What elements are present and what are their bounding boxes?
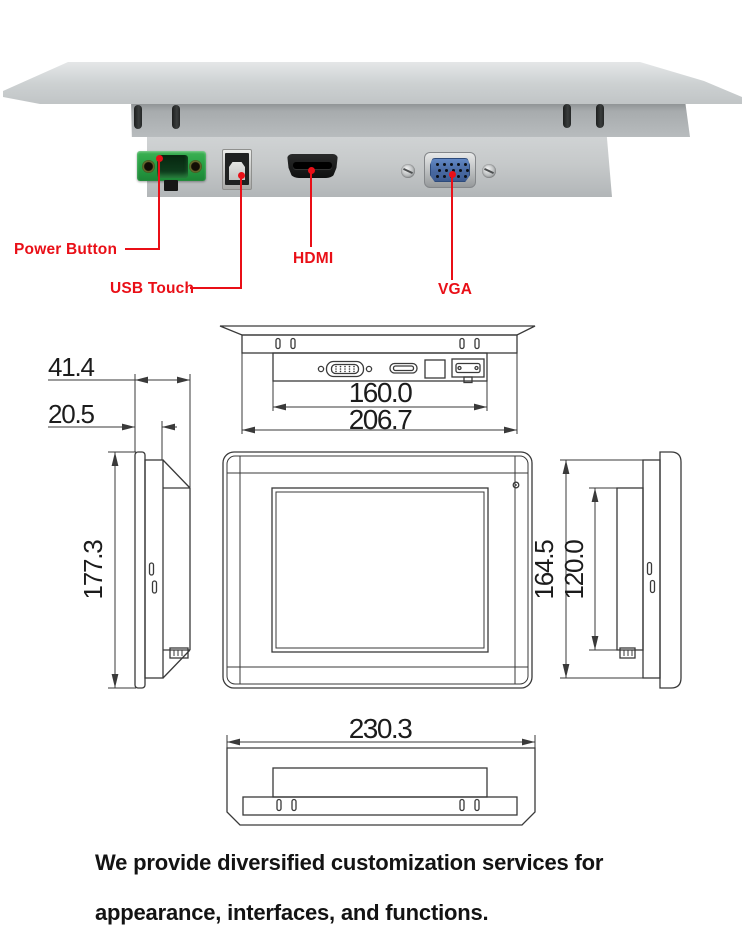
terminal-cavity <box>157 155 188 178</box>
hdmi-icon <box>389 362 418 374</box>
power-connector <box>137 151 206 191</box>
terminal-screw <box>142 160 155 173</box>
dim-housing-width: 206.7 <box>349 404 412 435</box>
vent-slot <box>134 105 142 129</box>
vent-slot <box>596 104 604 128</box>
callout-line-power <box>125 248 160 250</box>
dim-lines-overall <box>226 735 536 748</box>
terminal-tab <box>164 180 178 191</box>
caption-line-2: appearance, interfaces, and functions. <box>95 900 489 925</box>
caption-line-1: We provide diversified customization ser… <box>95 850 604 875</box>
left-side-view <box>134 451 191 689</box>
label-power-button: Power Button <box>14 241 118 258</box>
dim-front-height: 177.3 <box>78 540 108 600</box>
vga-icon <box>317 360 373 378</box>
vga-screw <box>401 164 415 178</box>
label-vga: VGA <box>438 281 473 298</box>
dim-overall-width: 230.3 <box>349 713 412 744</box>
callout-line-hdmi <box>310 170 312 247</box>
vent-slot <box>172 105 180 129</box>
label-usb-touch: USB Touch <box>110 280 195 297</box>
front-view <box>222 451 533 689</box>
dim-lines-rear <box>241 353 518 434</box>
dim-housing-height: 120.0 <box>559 540 589 600</box>
terminal-screw <box>189 160 202 173</box>
hdmi-slot <box>293 162 332 169</box>
led-indicator <box>512 481 520 489</box>
vent-slot <box>563 104 571 128</box>
caption: We provide diversified customization ser… <box>95 845 603 945</box>
dim-ports-width: 160.0 <box>349 377 412 408</box>
front-bezel <box>3 62 742 104</box>
hdmi-port <box>287 154 338 178</box>
right-side-view <box>616 451 682 689</box>
callout-line-vga <box>451 174 453 280</box>
usb-icon <box>424 359 446 379</box>
callout-line-usb <box>190 287 242 289</box>
product-photo: Power Button USB Touch HDMI VGA <box>0 0 750 310</box>
callout-line-usb <box>240 175 242 288</box>
dim-depth-front: 20.5 <box>48 399 95 429</box>
rear-view-drawing <box>219 325 536 384</box>
dim-depth-total: 41.4 <box>48 352 95 382</box>
callout-line-power <box>158 158 160 249</box>
vga-port <box>424 152 476 188</box>
screen <box>275 491 485 649</box>
power-icon <box>451 358 485 384</box>
label-hdmi: HDMI <box>293 250 334 267</box>
dim-lines-depth <box>48 374 191 488</box>
vga-screw <box>482 164 496 178</box>
dim-mid-height: 164.5 <box>529 540 559 600</box>
usb-b-port <box>222 149 252 190</box>
top-view <box>226 747 536 826</box>
